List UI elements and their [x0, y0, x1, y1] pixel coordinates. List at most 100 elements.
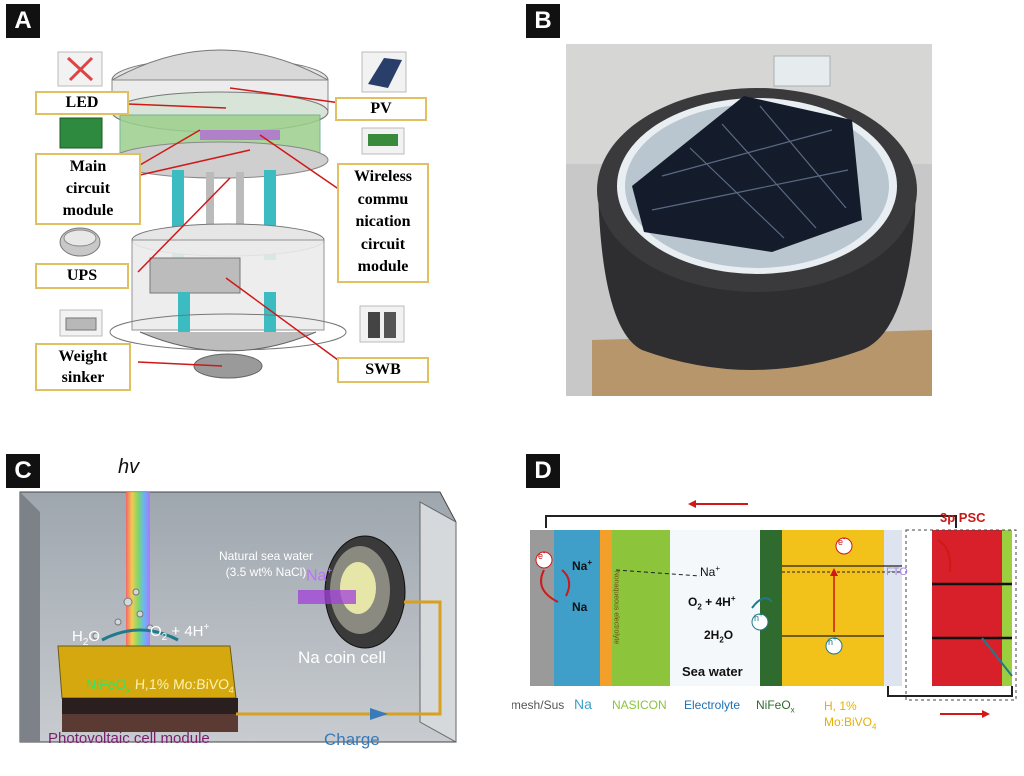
label-nifeox-text: NiFeO [756, 698, 791, 712]
o2-reaction-sub: 2 [697, 602, 702, 612]
water-label: 2H2O [704, 628, 733, 644]
label-weight-sinker: Weight sinker [36, 346, 130, 388]
label-weight-sinker-line2: sinker [61, 369, 105, 386]
sea-water-line2: (3.5 wt% NaCl) [225, 565, 307, 579]
panel-c-diagram [19, 491, 457, 743]
label-ups: UPS [66, 267, 98, 284]
label-led: LED [65, 94, 99, 111]
electron-text-right: e [838, 537, 844, 547]
label-bivo4-line1: H, 1% [824, 699, 857, 713]
label-weight-sinker-line1: Weight [58, 348, 108, 365]
hole-charge-right: + [833, 636, 838, 643]
wireless-component-icon [361, 127, 405, 155]
na-plus-electrolyte-charge: + [715, 564, 721, 573]
o2-reaction-rest: + 4H [701, 595, 731, 609]
o2-charge: + [203, 622, 210, 633]
photoanode-label: NiFeOx H,1% Mo:BiVO4 [85, 676, 235, 695]
na-ion-charge: + [326, 566, 333, 577]
electron-charge: - [543, 550, 546, 557]
o2-reaction-o: O [688, 595, 698, 609]
hole-text-right: h [828, 637, 834, 647]
na-plus-electrolyte-label: Na+ [700, 564, 720, 579]
water-2h: 2H [704, 628, 720, 642]
hole-badge-left: h+ [754, 612, 763, 623]
label-electrolyte: Electrolyte [684, 698, 741, 712]
electron-badge-left: e- [538, 550, 545, 561]
label-main-circuit-line2: circuit [65, 180, 111, 197]
label-ti-mesh: Ti mesh/Sus [512, 698, 565, 712]
na-ion-text: Na [306, 567, 327, 585]
sea-water-line1: Natural sea water [218, 549, 314, 563]
na-plus-text: Na [572, 559, 588, 573]
panel-b-letter: B [526, 4, 560, 38]
electron-charge-right: - [843, 536, 846, 543]
psc-label: 3p PSC [940, 510, 986, 525]
photoanode-sub2: 4 [228, 684, 235, 695]
panel-a-diagram [35, 49, 429, 391]
main-circuit-component-icon [59, 117, 103, 149]
label-bivo4-sub: 4 [872, 722, 877, 732]
label-wireless-line4: circuit [360, 235, 406, 253]
label-nifeox-sub: x [790, 705, 795, 715]
na-ion-label: Na+ [306, 566, 332, 585]
o2-rest: + 4H [167, 623, 204, 640]
label-main-circuit: Main circuit module [36, 156, 140, 222]
sea-water-label: Natural sea water (3.5 wt% NaCl) [186, 548, 346, 580]
photoanode-nifeo: NiFeO [85, 676, 128, 692]
photoanode-rest: H,1% Mo:BiVO [130, 676, 230, 692]
label-bivo4-text: Mo:BiVO [824, 715, 873, 729]
na-coin-cell-label: Na coin cell [298, 648, 386, 667]
hole-text: h [754, 613, 760, 623]
label-nasicon: NASICON [612, 698, 667, 712]
label-wireless: Wireless commu nication circuit module [338, 166, 428, 279]
panel-a-letter: A [6, 4, 40, 38]
h2o-o: O [88, 628, 101, 645]
label-bivo4-line2: Mo:BiVO4 [824, 714, 876, 735]
na-plus-electrolyte-text: Na [700, 565, 716, 579]
electron-badge-right: e- [838, 536, 845, 547]
water-sub: 2 [719, 635, 724, 645]
label-na-bottom: Na [574, 696, 592, 712]
electron-text: e [538, 551, 544, 561]
label-nifeox: NiFeOx [756, 698, 795, 714]
panel-d: D [512, 452, 1024, 776]
hole-charge: + [759, 612, 764, 619]
label-main-circuit-line1: Main [69, 158, 107, 175]
label-wireless-line5: module [357, 258, 409, 275]
ups-component-icon [59, 227, 101, 257]
panel-d-diagram [530, 500, 1017, 718]
label-bivo4: H, 1% Mo:BiVO4 [824, 698, 876, 735]
hv-label: hv [118, 456, 140, 478]
hole-badge-right: h+ [828, 636, 837, 647]
o2-label: O2 + 4H+ [150, 622, 209, 643]
label-wireless-line3: nication [355, 213, 411, 230]
panel-c: C [0, 452, 512, 752]
swb-component-icon [359, 305, 405, 343]
h2o-h: H [72, 628, 83, 645]
na-electrode-label: Na [572, 600, 588, 614]
panel-c-letter: C [6, 454, 40, 488]
o2-reaction-label: O2 + 4H+ [688, 594, 735, 611]
o2-sub: 2 [161, 632, 168, 643]
label-main-circuit-line3: module [62, 202, 114, 219]
pv-component-icon [361, 51, 407, 93]
sea-water-label-d: Sea water [682, 664, 743, 679]
o2-reaction-charge: + [730, 594, 736, 603]
panel-d-letter: D [526, 454, 560, 488]
weight-component-icon [59, 309, 103, 337]
nonaqueous-label: Nonaqueous electrolyte [612, 570, 620, 645]
fto-label: FTO [886, 566, 908, 578]
panel-a: A [0, 0, 512, 398]
na-plus-charge: + [587, 558, 593, 567]
buoy-photo [566, 44, 932, 396]
label-wireless-line2: commu [357, 190, 409, 208]
led-component-icon [57, 51, 103, 87]
label-swb: SWB [365, 361, 401, 378]
pv-module-label: Photovoltaic cell module [48, 730, 210, 747]
o2-o: O [150, 623, 162, 640]
water-o: O [723, 628, 734, 642]
na-plus-electrode-label: Na+ [572, 558, 592, 573]
h2o-sub: 2 [82, 637, 89, 648]
panel-b: B [512, 0, 1024, 398]
label-pv: PV [370, 100, 392, 117]
